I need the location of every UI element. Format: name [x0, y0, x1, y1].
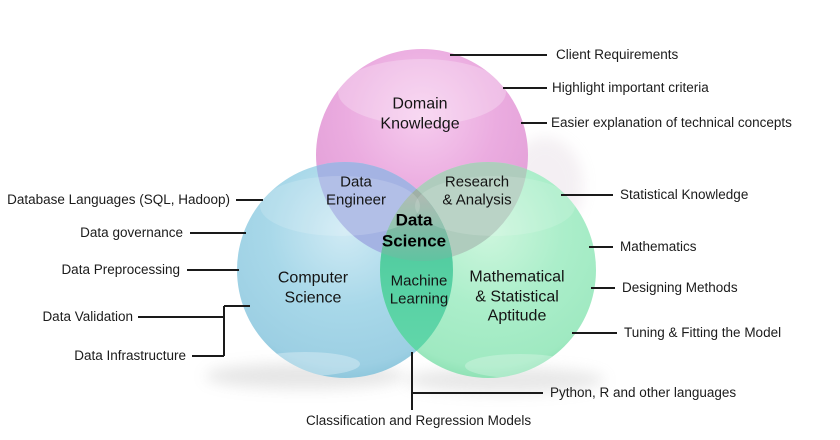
region-data-science	[380, 162, 453, 261]
annotation-highlight-criteria: Highlight important criteria	[552, 80, 709, 95]
annotation-tuning-fitting: Tuning & Fitting the Model	[624, 325, 782, 340]
connector-lines	[138, 54, 617, 410]
annotation-classification-regression: Classification and Regression Models	[306, 413, 532, 428]
label-data-science: Data Science	[381, 210, 447, 250]
annotation-data-governance: Data governance	[80, 225, 183, 240]
gloss-highlights	[250, 59, 575, 378]
label-domain-knowledge: Domain Knowledge	[380, 95, 460, 132]
annotation-statistical-knowledge: Statistical Knowledge	[620, 187, 749, 202]
annotation-data-validation: Data Validation	[42, 309, 133, 324]
annotation-data-preprocessing: Data Preprocessing	[61, 262, 180, 277]
annotation-designing-methods: Designing Methods	[622, 280, 738, 295]
annotation-python-r: Python, R and other languages	[550, 385, 737, 400]
label-computer-science: Computer Science	[277, 269, 349, 306]
label-machine-learning: Machine Learning	[389, 272, 449, 308]
label-math-stat-aptitude: Mathematical & Statistical Aptitude	[469, 268, 565, 325]
annotation-mathematics: Mathematics	[620, 239, 697, 254]
label-data-engineer: Data Engineer	[325, 173, 387, 209]
annotation-client-requirements: Client Requirements	[556, 47, 679, 62]
label-research-analysis: Research & Analysis	[442, 173, 512, 209]
annotation-database-languages: Database Languages (SQL, Hadoop)	[7, 192, 230, 207]
annotation-data-infrastructure: Data Infrastructure	[74, 348, 186, 363]
annotation-easier-explanation: Easier explanation of technical concepts	[551, 115, 792, 130]
